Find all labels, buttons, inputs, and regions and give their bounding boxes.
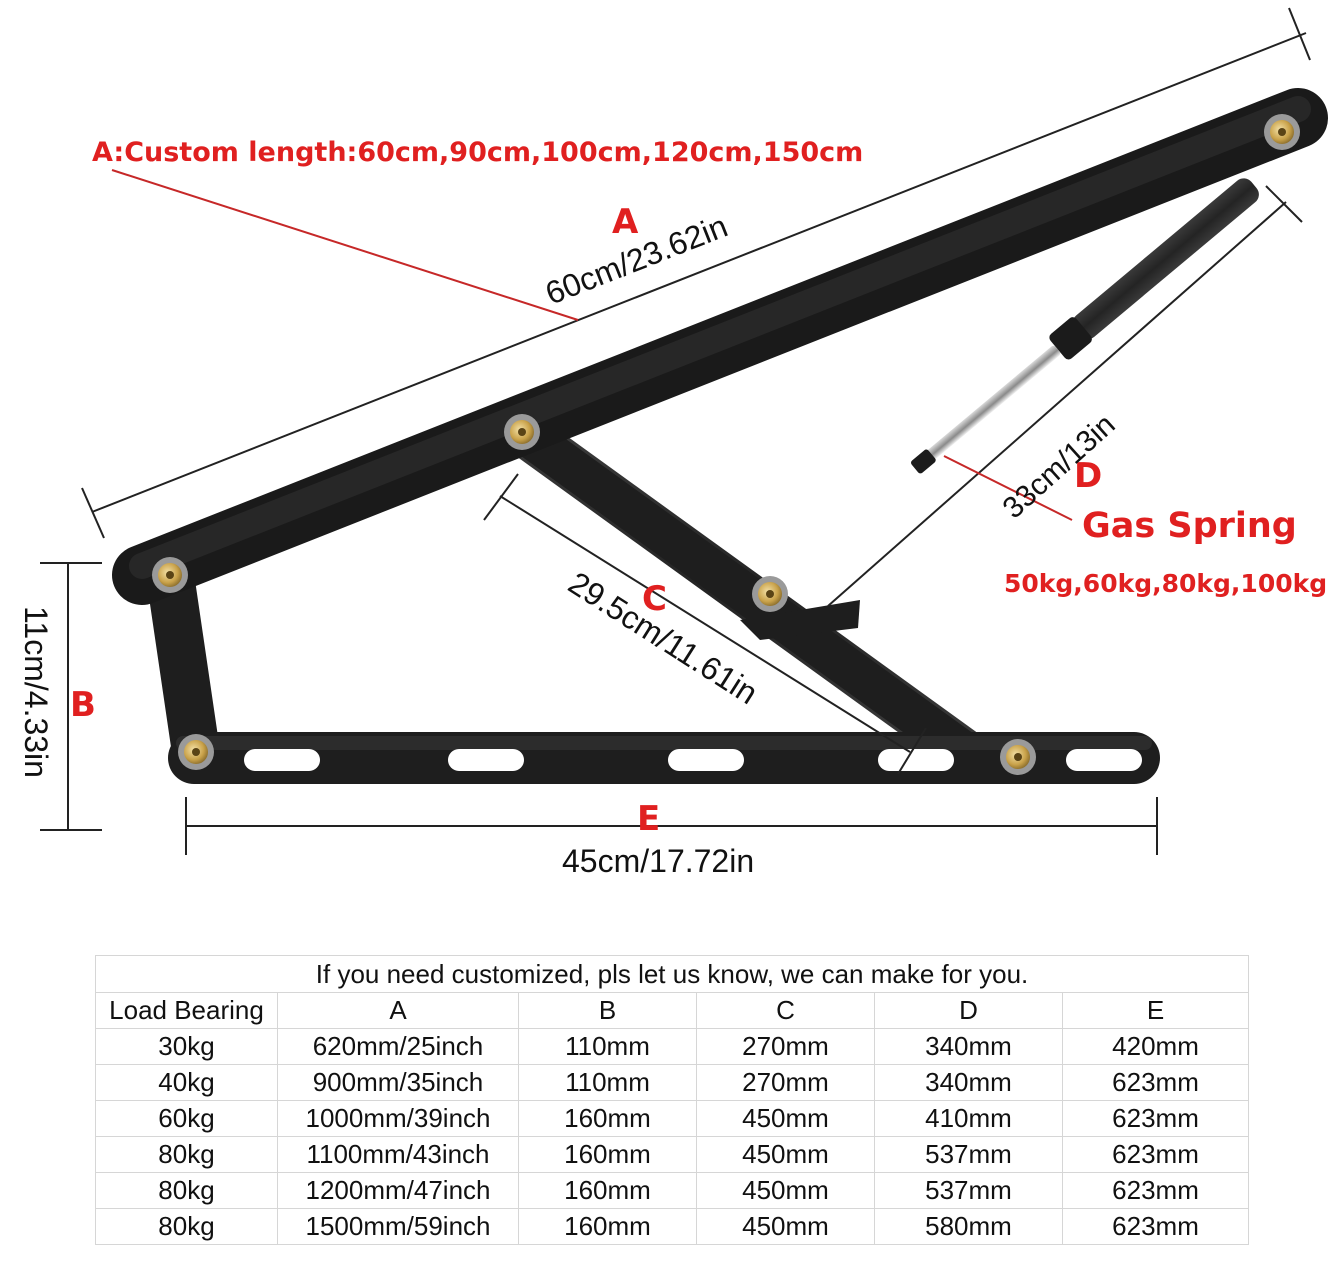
- dimension-line-a: [81, 7, 1311, 539]
- table-row: 30kg 620mm/25inch 110mm 270mm 340mm 420m…: [95, 1028, 1250, 1065]
- table-cell: 80kg: [95, 1172, 278, 1209]
- table-cell: 160mm: [518, 1208, 697, 1245]
- label-b: B: [70, 685, 96, 725]
- table-cell: 623mm: [1061, 1172, 1250, 1209]
- column-header: Load Bearing: [95, 992, 278, 1029]
- table-cell: 110mm: [518, 1028, 697, 1065]
- table-cell: 1100mm/43inch: [277, 1136, 519, 1173]
- bolt-icon: [178, 734, 214, 770]
- table-note-row: If you need customized, pls let us know,…: [94, 955, 1250, 993]
- gas-spring: [911, 178, 1259, 474]
- label-e: E: [637, 799, 660, 839]
- table-cell: 270mm: [696, 1028, 875, 1065]
- table-row: 60kg 1000mm/39inch 160mm 450mm 410mm 623…: [95, 1100, 1250, 1137]
- table-cell: 450mm: [696, 1172, 875, 1209]
- table-cell: 160mm: [518, 1172, 697, 1209]
- table-cell: 623mm: [1061, 1064, 1250, 1101]
- dimension-line-d: [827, 185, 1303, 607]
- table-row: 40kg 900mm/35inch 110mm 270mm 340mm 623m…: [95, 1064, 1250, 1101]
- short-arm-b: [146, 551, 220, 776]
- column-header: D: [874, 992, 1063, 1029]
- table-cell: 450mm: [696, 1208, 875, 1245]
- bolt-icon: [1264, 114, 1300, 150]
- table-cell: 537mm: [874, 1172, 1063, 1209]
- table-cell: 900mm/35inch: [277, 1064, 519, 1101]
- top-arm-a: [112, 88, 1328, 605]
- table-cell: 623mm: [1061, 1136, 1250, 1173]
- mounting-slots: [244, 749, 1142, 771]
- leader-line-d: [943, 455, 1073, 521]
- diagonal-arm-c: [499, 409, 985, 773]
- bolt-icon: [504, 414, 540, 450]
- table-cell: 80kg: [95, 1136, 278, 1173]
- table-cell: 160mm: [518, 1136, 697, 1173]
- table-note: If you need customized, pls let us know,…: [94, 955, 1250, 993]
- label-d: D: [1074, 456, 1102, 496]
- table-cell: 80kg: [95, 1208, 278, 1245]
- table-row: 80kg 1200mm/47inch 160mm 450mm 537mm 623…: [95, 1172, 1250, 1209]
- bottom-arm-e: [168, 732, 1160, 784]
- spec-table: If you need customized, pls let us know,…: [94, 955, 1250, 1245]
- table-cell: 40kg: [95, 1064, 278, 1101]
- label-c: C: [642, 579, 667, 619]
- table-cell: 110mm: [518, 1064, 697, 1101]
- table-cell: 620mm/25inch: [277, 1028, 519, 1065]
- hinge-diagram: A:Custom length:60cm,90cm,100cm,120cm,15…: [18, 7, 1328, 879]
- dimension-line-e: [185, 797, 1158, 855]
- bolt-icon: [152, 557, 188, 593]
- dimension-line-b: [40, 562, 102, 831]
- table-cell: 340mm: [874, 1028, 1063, 1065]
- table-cell: 1000mm/39inch: [277, 1100, 519, 1137]
- dimension-line-c: [483, 473, 927, 775]
- gas-spring-loads: 50kg,60kg,80kg,100kg: [1004, 569, 1327, 598]
- custom-length-note: A:Custom length:60cm,90cm,100cm,120cm,15…: [92, 137, 863, 168]
- column-header: B: [518, 992, 697, 1029]
- table-header-row: Load Bearing A B C D E: [95, 992, 1250, 1029]
- column-header: A: [277, 992, 519, 1029]
- table-cell: 580mm: [874, 1208, 1063, 1245]
- pivot-bolts: [152, 114, 1300, 775]
- table-cell: 537mm: [874, 1136, 1063, 1173]
- label-a: A: [612, 202, 639, 242]
- table-row: 80kg 1500mm/59inch 160mm 450mm 580mm 623…: [95, 1208, 1250, 1245]
- table-cell: 340mm: [874, 1064, 1063, 1101]
- table-cell: 450mm: [696, 1136, 875, 1173]
- column-header: E: [1061, 992, 1250, 1029]
- bolt-icon: [752, 576, 788, 612]
- table-cell: 623mm: [1061, 1208, 1250, 1245]
- table-cell: 420mm: [1061, 1028, 1250, 1065]
- table-cell: 410mm: [874, 1100, 1063, 1137]
- table-cell: 1200mm/47inch: [277, 1172, 519, 1209]
- bolt-icon: [1000, 739, 1036, 775]
- column-header: C: [696, 992, 875, 1029]
- table-cell: 1500mm/59inch: [277, 1208, 519, 1245]
- dimension-e: 45cm/17.72in: [562, 843, 754, 879]
- leader-line-a: [111, 169, 579, 321]
- table-cell: 623mm: [1061, 1100, 1250, 1137]
- table-cell: 30kg: [95, 1028, 278, 1065]
- table-row: 80kg 1100mm/43inch 160mm 450mm 537mm 623…: [95, 1136, 1250, 1173]
- table-cell: 270mm: [696, 1064, 875, 1101]
- gas-spring-label: Gas Spring: [1082, 506, 1297, 546]
- table-cell: 450mm: [696, 1100, 875, 1137]
- dimension-b: 11cm/4.33in: [18, 606, 54, 778]
- table-cell: 60kg: [95, 1100, 278, 1137]
- table-cell: 160mm: [518, 1100, 697, 1137]
